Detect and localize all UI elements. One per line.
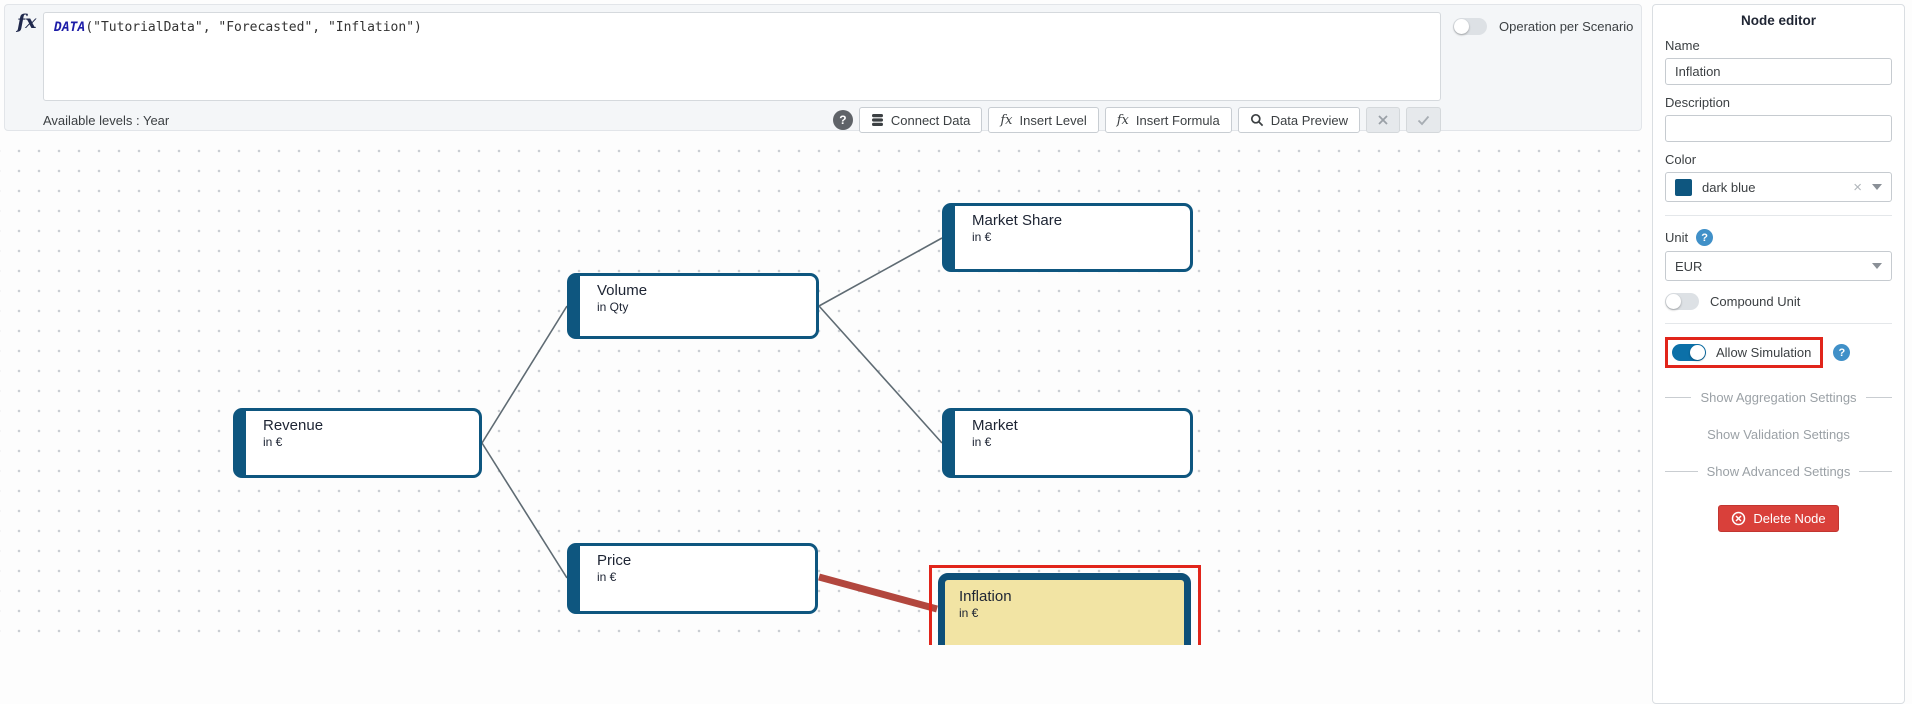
node-title: Market Share	[972, 212, 1063, 229]
available-levels-text: Available levels : Year	[43, 112, 170, 128]
operation-per-scenario-toggle[interactable]	[1453, 18, 1487, 35]
edge-volume-market-share[interactable]	[818, 237, 943, 307]
connect-data-label: Connect Data	[890, 112, 971, 128]
edge-volume-market[interactable]	[818, 305, 943, 444]
node-title: Price	[597, 552, 632, 569]
unit-label-text: Unit	[1665, 230, 1689, 245]
compound-unit-toggle[interactable]	[1665, 293, 1699, 310]
node-unit: in €	[263, 435, 283, 449]
edge-price-inflation[interactable]	[818, 573, 938, 613]
node-unit: in €	[972, 230, 992, 244]
formula-bottom-row: Available levels : Year ? Connect Data f…	[43, 107, 1441, 133]
color-value: dark blue	[1702, 179, 1756, 195]
unit-select[interactable]: EUR	[1665, 251, 1892, 281]
show-validation-settings-label: Show Validation Settings	[1707, 427, 1850, 442]
node-unit: in €	[972, 435, 992, 449]
edge-revenue-price[interactable]	[481, 442, 568, 579]
allow-simulation-toggle[interactable]	[1672, 344, 1706, 361]
delete-node-label: Delete Node	[1753, 511, 1826, 526]
color-swatch	[1675, 178, 1692, 196]
edges-layer	[481, 237, 943, 613]
fx-icon: fx	[17, 11, 37, 33]
unit-label: Unit ?	[1665, 229, 1892, 246]
compound-unit-label: Compound Unit	[1710, 294, 1801, 309]
name-label: Name	[1665, 38, 1700, 53]
allow-simulation-label: Allow Simulation	[1716, 345, 1812, 360]
formula-arguments: ("TutorialData", "Forecasted", "Inflatio…	[85, 20, 422, 35]
allow-simulation-highlight: Allow Simulation	[1665, 337, 1824, 368]
delete-node-button[interactable]: Delete Node	[1718, 505, 1839, 532]
search-icon	[1250, 113, 1263, 127]
show-advanced-settings-link[interactable]: Show Advanced Settings	[1665, 464, 1892, 479]
node-editor-panel: Node editor Name Description Color dark …	[1652, 4, 1905, 704]
edge-revenue-volume[interactable]	[481, 305, 568, 444]
cancel-formula-button[interactable]	[1366, 107, 1400, 133]
insert-level-button[interactable]: fx Insert Level	[988, 107, 1099, 133]
close-icon	[1378, 115, 1388, 125]
description-label: Description	[1665, 95, 1731, 110]
allow-simulation-row: Allow Simulation ?	[1665, 337, 1892, 368]
help-icon[interactable]: ?	[832, 110, 853, 130]
node-unit: in Qty	[597, 300, 629, 314]
divider	[1665, 215, 1892, 216]
clear-color-icon[interactable]: ×	[1853, 178, 1862, 196]
formula-toolbar: ? Connect Data fx Insert Level fx Insert…	[832, 107, 1441, 133]
unit-value: EUR	[1675, 258, 1703, 274]
operation-per-scenario-row: Operation per Scenario	[1453, 18, 1633, 35]
node-title: Inflation	[959, 588, 1012, 605]
chevron-down-icon[interactable]	[1872, 184, 1882, 190]
show-advanced-settings-label: Show Advanced Settings	[1706, 464, 1851, 479]
formula-function: DATA	[54, 20, 86, 35]
node-title: Market	[972, 417, 1018, 434]
color-select[interactable]: dark blue ×	[1665, 172, 1892, 202]
color-label: Color	[1665, 152, 1697, 167]
name-field[interactable]	[1665, 58, 1892, 85]
allow-simulation-help-icon[interactable]: ?	[1833, 344, 1851, 361]
delete-circle-icon	[1732, 511, 1746, 526]
data-preview-label: Data Preview	[1270, 112, 1348, 128]
node-title: Volume	[597, 282, 648, 299]
operation-per-scenario-label: Operation per Scenario	[1499, 19, 1634, 34]
compound-unit-row: Compound Unit	[1665, 293, 1892, 310]
confirm-formula-button[interactable]	[1406, 107, 1441, 133]
insert-formula-button[interactable]: fx Insert Formula	[1104, 107, 1232, 133]
insert-formula-label: Insert Formula	[1135, 112, 1220, 128]
database-icon	[871, 114, 883, 126]
data-preview-button[interactable]: Data Preview	[1237, 107, 1360, 133]
show-aggregation-settings-link[interactable]: Show Aggregation Settings	[1665, 390, 1892, 405]
panel-title: Node editor	[1740, 13, 1816, 28]
unit-help-icon[interactable]: ?	[1696, 229, 1714, 246]
connect-data-button[interactable]: Connect Data	[858, 107, 983, 133]
divider	[1665, 323, 1892, 324]
check-icon	[1417, 115, 1430, 126]
show-validation-settings-link[interactable]: Show Validation Settings	[1665, 427, 1892, 442]
node-unit: in €	[959, 606, 979, 620]
formula-bar: fx DATA("TutorialData", "Forecasted", "I…	[4, 4, 1642, 133]
description-field[interactable]	[1665, 115, 1892, 142]
chevron-down-icon	[1872, 263, 1882, 269]
node-title: Revenue	[263, 417, 324, 434]
node-unit: in €	[597, 570, 617, 584]
fx-icon: fx	[1000, 112, 1013, 128]
show-aggregation-settings-label: Show Aggregation Settings	[1700, 390, 1857, 405]
fx-icon: fx	[1116, 112, 1129, 128]
insert-level-label: Insert Level	[1019, 112, 1087, 128]
formula-input[interactable]: DATA("TutorialData", "Forecasted", "Infl…	[43, 12, 1441, 101]
